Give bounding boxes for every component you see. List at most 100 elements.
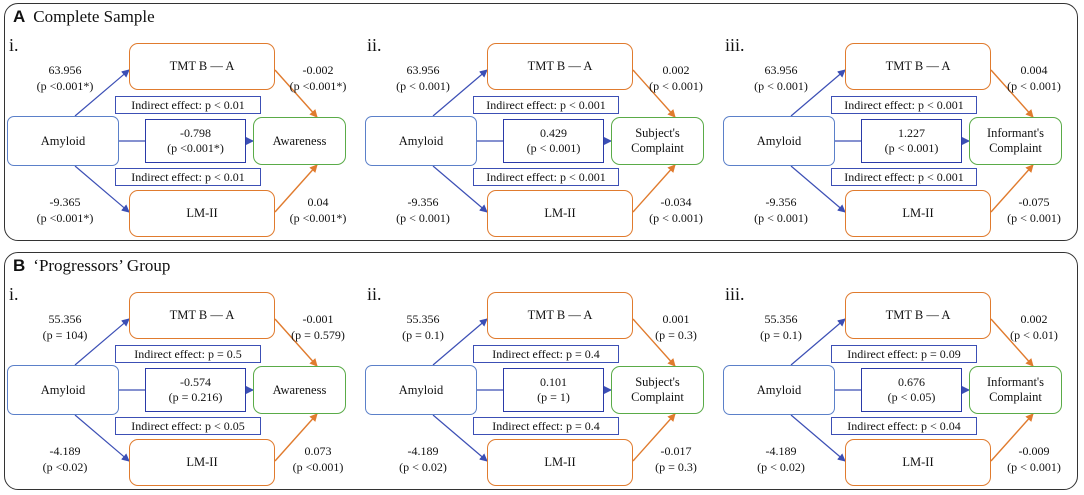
arrow-predictor-to-mediator-bottom [74,165,130,213]
coef-a-bottom: -9.356(p < 0.001) [396,195,450,226]
arrow-mediator-top-to-outcome [632,318,676,367]
arrow-predictor-to-mediator-top [74,69,130,117]
coef-b-top: 0.002(p < 0.001) [649,63,703,94]
direct-effect-box: -0.574 (p = 0.216) [145,368,246,412]
arrow-mediator-bottom-to-outcome [990,413,1034,462]
indirect-effect-bottom: Indirect effect: p < 0.05 [115,417,261,435]
arrow-predictor-to-mediator-bottom [790,414,846,462]
arrow-mediator-bottom-to-outcome [274,164,318,213]
predictor-box: Amyloid [723,116,835,166]
direct-coef: -0.798 [180,126,211,140]
indirect-effect-bottom: Indirect effect: p < 0.001 [831,168,977,186]
indirect-effect-bottom: Indirect effect: p < 0.01 [115,168,261,186]
indirect-effect-top: Indirect effect: p = 0.09 [831,345,977,363]
direct-p: (p <0.001*) [167,141,224,155]
panel-title-text: ‘Progressors’ Group [33,256,171,275]
arrow-predictor-to-mediator-top [74,318,130,366]
arrow-predictor-to-mediator-top [432,69,488,117]
arrow-mediator-bottom-to-outcome [274,413,318,462]
coef-a-bottom: -4.189(p < 0.02) [399,444,447,475]
coef-a-bottom: -4.189(p < 0.02) [757,444,805,475]
mediator-bottom-box: LM-II [129,439,275,486]
indirect-effect-bottom: Indirect effect: p < 0.04 [831,417,977,435]
arrow-predictor-to-mediator-bottom [790,165,846,213]
arrow-predictor-to-mediator-top [432,318,488,366]
direct-p: (p < 0.05) [887,390,936,404]
predictor-box: Amyloid [365,365,477,415]
outcome-box: Awareness [253,366,346,414]
mediator-top-box: TMT B — A [129,292,275,339]
direct-coef: 1.227 [898,126,925,140]
indirect-effect-top: Indirect effect: p < 0.01 [115,96,261,114]
outcome-box: Subject's Complaint [611,117,704,165]
mediation-diagram: i. Amyloid TMT B — A LM-II Awareness Ind… [5,253,365,491]
direct-effect-box: -0.798 (p <0.001*) [145,119,246,163]
indirect-effect-top: Indirect effect: p = 0.5 [115,345,261,363]
mediation-diagram: ii. Amyloid TMT B — A LM-II Subject's Co… [363,253,723,491]
coef-b-bottom: -0.009(p < 0.001) [1007,444,1061,475]
coef-a-bottom: -9.365(p <0.001*) [36,195,94,226]
direct-effect-box: 0.101 (p = 1) [503,368,604,412]
outcome-box: Awareness [253,117,346,165]
arrow-mediator-top-to-outcome [632,69,676,118]
direct-p: (p = 1) [537,390,570,404]
panel-title-text: Complete Sample [33,7,155,26]
mediation-diagram: i. Amyloid TMT B — A LM-II Awareness Ind… [5,4,365,242]
coef-a-top: 63.956(p <0.001*) [36,63,94,94]
coef-b-top: 0.004(p < 0.001) [1007,63,1061,94]
mediator-bottom-box: LM-II [487,190,633,237]
arrow-mediator-bottom-to-outcome [990,164,1034,213]
mediator-top-box: TMT B — A [129,43,275,90]
mediator-top-box: TMT B — A [487,43,633,90]
panel-letter: B [13,256,26,275]
direct-effect-box: 1.227 (p < 0.001) [861,119,962,163]
indirect-effect-top: Indirect effect: p < 0.001 [831,96,977,114]
coef-b-bottom: -0.034(p < 0.001) [649,195,703,226]
mediation-diagram: iii. Amyloid TMT B — A LM-II Informant's… [721,253,1081,491]
mediation-diagram: ii. Amyloid TMT B — A LM-II Subject's Co… [363,4,723,242]
indirect-effect-top: Indirect effect: p < 0.001 [473,96,619,114]
coef-b-top: -0.001(p = 0.579) [291,312,345,343]
outcome-box: Informant's Complaint [969,117,1062,165]
coef-a-bottom: -9.356(p < 0.001) [754,195,808,226]
arrow-predictor-to-mediator-bottom [432,165,488,213]
indirect-effect-top: Indirect effect: p = 0.4 [473,345,619,363]
mediator-top-box: TMT B — A [845,43,991,90]
arrow-predictor-to-mediator-top [790,69,846,117]
coef-b-bottom: -0.017(p = 0.3) [655,444,697,475]
subpanel-label: iii. [725,35,745,55]
arrow-mediator-bottom-to-outcome [632,413,676,462]
predictor-box: Amyloid [7,365,119,415]
predictor-box: Amyloid [723,365,835,415]
coef-a-top: 55.356(p = 0.1) [402,312,444,343]
coef-b-bottom: -0.075(p < 0.001) [1007,195,1061,226]
arrow-predictor-to-mediator-bottom [74,414,130,462]
coef-a-top: 63.956(p < 0.001) [396,63,450,94]
arrow-mediator-top-to-outcome [990,318,1034,367]
direct-effect-box: 0.429 (p < 0.001) [503,119,604,163]
coef-b-top: 0.001(p = 0.3) [655,312,697,343]
subpanel-label: ii. [367,35,382,55]
subpanel-label: i. [9,284,19,304]
arrow-predictor-to-mediator-top [790,318,846,366]
arrow-mediator-bottom-to-outcome [632,164,676,213]
mediation-diagram: iii. Amyloid TMT B — A LM-II Informant's… [721,4,1081,242]
coef-b-bottom: 0.073(p <0.001) [292,444,344,475]
outcome-box: Subject's Complaint [611,366,704,414]
panel-title: B ‘Progressors’ Group [13,256,170,276]
mediator-bottom-box: LM-II [487,439,633,486]
predictor-box: Amyloid [7,116,119,166]
coef-b-bottom: 0.04(p <0.001*) [289,195,347,226]
panel-letter: A [13,7,26,26]
direct-coef: 0.676 [898,375,925,389]
arrow-mediator-top-to-outcome [274,318,318,367]
arrow-predictor-to-mediator-bottom [432,414,488,462]
direct-p: (p = 0.216) [168,390,223,404]
coef-a-top: 63.956(p < 0.001) [754,63,808,94]
coef-b-top: -0.002(p <0.001*) [289,63,347,94]
direct-coef: -0.574 [180,375,211,389]
panel-title: A Complete Sample [13,7,155,27]
path-arrows [432,318,676,462]
direct-p: (p < 0.001) [526,141,581,155]
coef-a-top: 55.356(p = 0.1) [760,312,802,343]
